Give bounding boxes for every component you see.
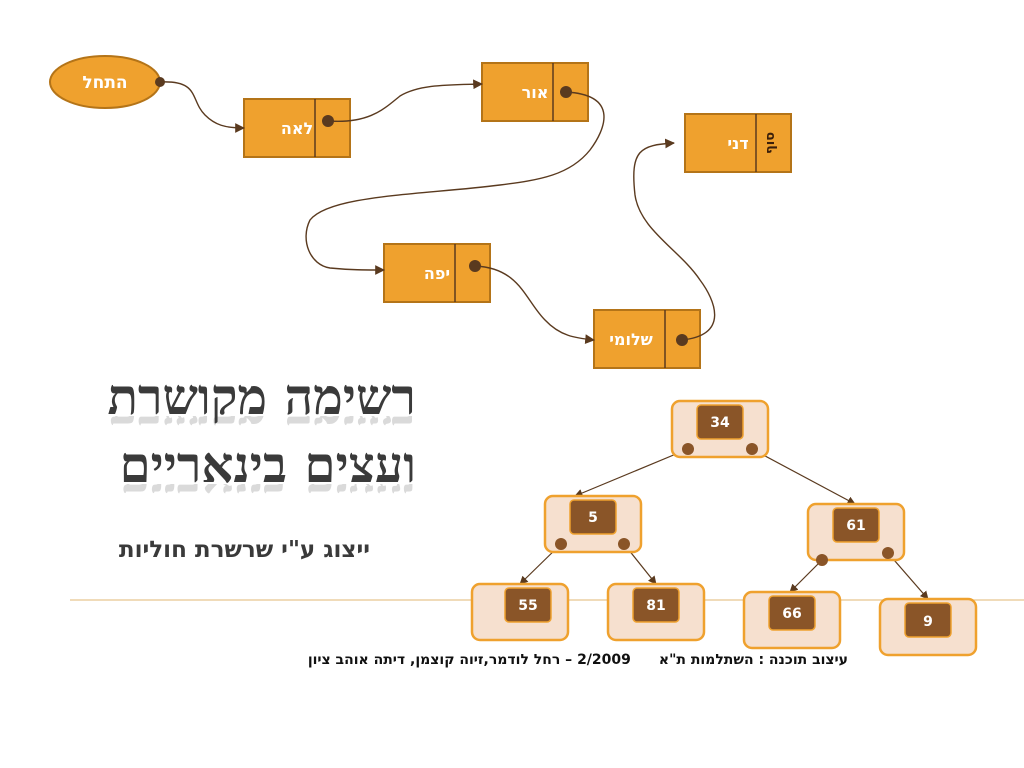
tree-node-value: 55 (518, 598, 537, 614)
tree-node-55: 55 (470, 582, 570, 642)
credits-design: עיצוב תוכנה : השתלמות ת"א (658, 652, 848, 668)
tree-node-value: 66 (782, 606, 801, 622)
list-node-yafa: יפה (383, 243, 491, 303)
pointer-or-to-yafa (305, 91, 605, 275)
edge-34-5 (574, 448, 689, 497)
tree-node-value: 61 (846, 518, 865, 534)
title-text: רשימה מקושרת (107, 367, 416, 426)
title-text: ועצים בינאריים (119, 435, 416, 494)
list-node-or: אור (481, 62, 589, 122)
edge-61-66 (789, 559, 823, 593)
list-node-lea: לאה (243, 98, 351, 158)
list-node-label: אור (522, 83, 549, 102)
null-marker: סוף (763, 132, 778, 154)
list-node-shlomi: שלומי (593, 309, 701, 369)
subtitle: ייצוג ע"י שרשרת חוליות (118, 537, 370, 563)
start-node: התחל (49, 55, 165, 109)
pointer-lea-to-or (327, 79, 483, 123)
title-line-1: רשימה מקושרת רשימה מקושרת (107, 372, 416, 439)
list-node-label: דני (727, 134, 748, 153)
tree-node-61: 61 (806, 502, 906, 566)
tree-node-value: 5 (588, 510, 598, 526)
pointer-start-to-lea (159, 81, 245, 133)
start-label: התחל (82, 73, 127, 93)
title-reflection: ועצים בינאריים (119, 484, 416, 506)
pointer-yafa-to-shlomi (474, 265, 595, 344)
list-node-label: שלומי (609, 330, 653, 349)
tree-node-value: 81 (646, 598, 665, 614)
tree-edges (519, 448, 929, 600)
tree-node-9: 9 (878, 597, 978, 657)
list-node-label: לאה (281, 119, 313, 138)
credits: עיצוב תוכנה : השתלמות ת"א 2/2009 – רחל לו… (280, 652, 848, 668)
edge-34-61 (751, 448, 856, 505)
tree-node-5: 5 (543, 494, 643, 554)
tree-node-34: 34 (670, 399, 770, 459)
credits-authors: 2/2009 – רחל לודמר,זיוה קוצמן, דיתה אוהב… (307, 652, 631, 668)
list-pointers (159, 79, 716, 344)
tree-node-value: 34 (710, 415, 730, 431)
tree-node-81: 81 (606, 582, 706, 642)
title-line-2: ועצים בינאריים ועצים בינאריים (119, 440, 416, 507)
pointer-shlomi-to-dani (633, 138, 716, 341)
list-node-dani: דני סוף (684, 113, 792, 173)
tree-node-66: 66 (742, 590, 842, 650)
list-node-label: יפה (424, 264, 450, 283)
tree-node-value: 9 (923, 614, 933, 630)
